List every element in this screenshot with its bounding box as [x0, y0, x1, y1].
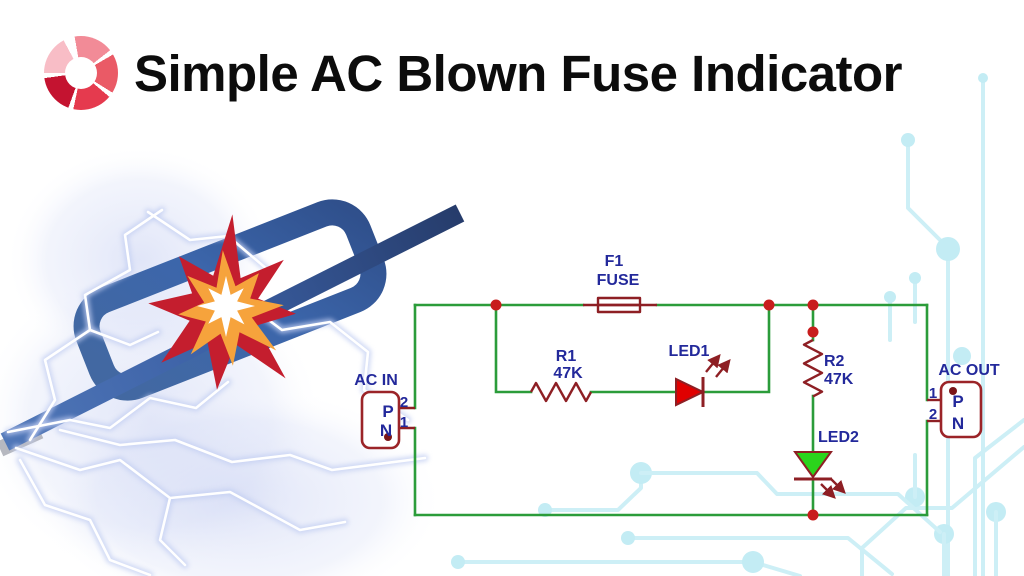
led2-ref-label: LED2 — [818, 429, 859, 446]
header: Simple AC Blown Fuse Indicator — [44, 36, 903, 110]
resistor-r2-symbol — [802, 338, 824, 398]
r2-value-label: 47K — [824, 371, 854, 388]
f1-value-label: FUSE — [597, 272, 640, 289]
circuit-wires — [413, 303, 929, 517]
led1-symbol — [675, 353, 731, 407]
resistor-r1-symbol — [529, 381, 593, 403]
junction-dots — [490, 299, 819, 521]
r1-ref-label: R1 — [556, 348, 577, 365]
ac-out-connector — [927, 380, 983, 439]
ac-out-terminal-n: N — [952, 414, 964, 433]
ac-out-pin1-number: 1 — [929, 385, 937, 402]
ac-in-terminal-p: P — [382, 402, 393, 421]
ac-in-label: AC IN — [354, 372, 398, 389]
explosion-star — [148, 214, 296, 390]
ac-in-connector — [360, 390, 415, 450]
fuse-symbol — [583, 296, 657, 314]
page-title: Simple AC Blown Fuse Indicator — [134, 44, 903, 102]
ac-out-pin2-number: 2 — [929, 406, 937, 423]
r2-ref-label: R2 — [824, 353, 845, 370]
ac-in-pin2-number: 2 — [400, 394, 408, 411]
ac-out-terminal-p: P — [952, 392, 963, 411]
ac-out-label: AC OUT — [938, 362, 1000, 379]
explosion-inner-star — [197, 276, 255, 337]
f1-ref-label: F1 — [605, 253, 624, 270]
pcb-trace-lines — [451, 73, 1024, 576]
ac-in-pin1-number: 1 — [400, 414, 408, 431]
led2-symbol — [793, 451, 846, 499]
led1-ref-label: LED1 — [669, 343, 710, 360]
brand-logo-icon — [44, 36, 118, 110]
lightning-bolts — [4, 206, 429, 576]
ac-in-terminal-n: N — [380, 421, 392, 440]
r1-value-label: 47K — [553, 365, 583, 382]
